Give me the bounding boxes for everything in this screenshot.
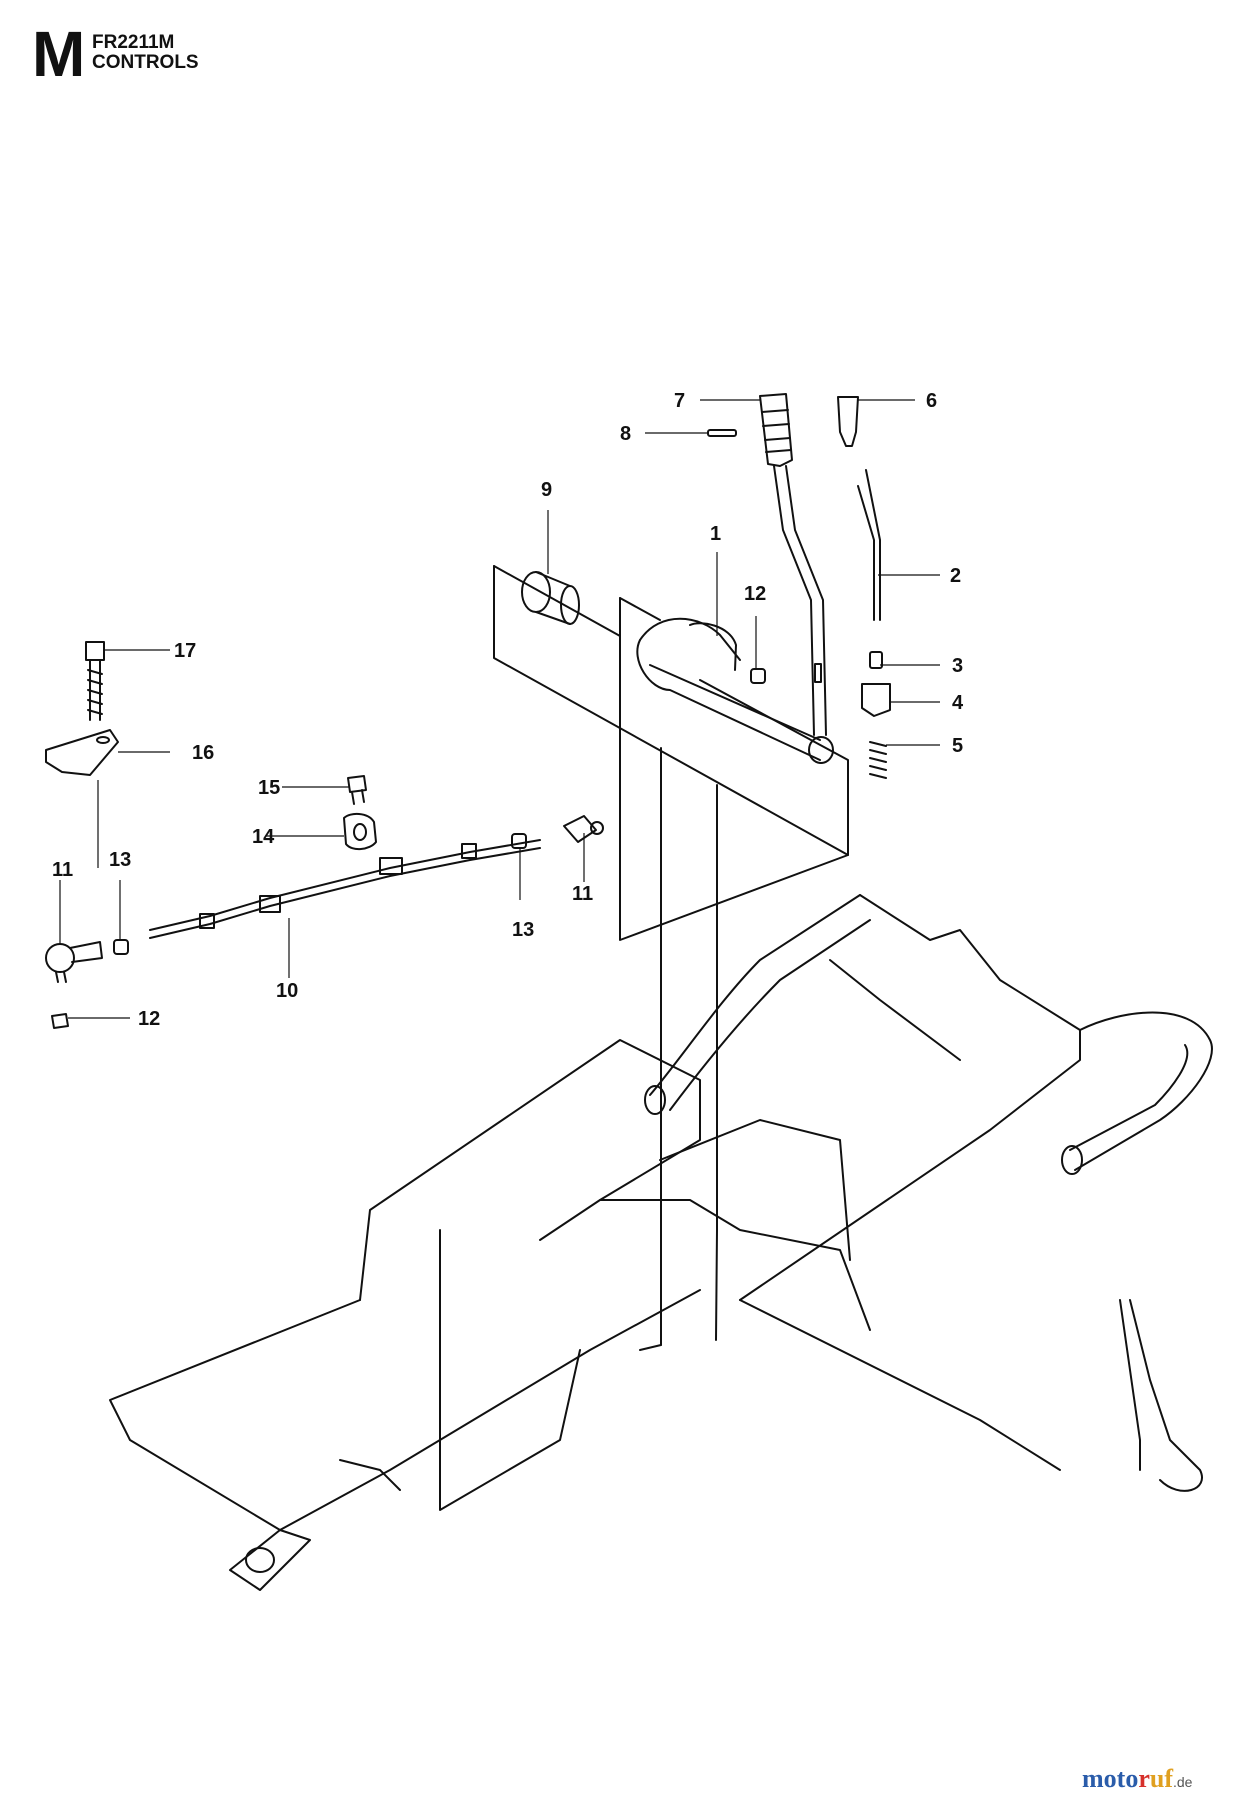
bushing-part-9 (521, 571, 580, 625)
connector-part-3 (869, 651, 883, 669)
callout-8: 8 (620, 423, 631, 445)
cable-clamp-part-14 (343, 812, 377, 850)
spring-part-5 (869, 741, 887, 779)
callout-16: 16 (192, 742, 214, 764)
bolt-part-17 (85, 641, 105, 721)
pin-part-8 (707, 429, 737, 437)
chassis-frame (109, 894, 1213, 1591)
nut-part-12-top (750, 668, 766, 684)
leader-lines (59, 399, 940, 1019)
nut-part-13-left (113, 939, 129, 955)
watermark-logo: motoruf.de (1082, 1764, 1193, 1793)
callout-11-right: 11 (572, 883, 593, 905)
callout-3: 3 (952, 655, 963, 677)
section-letter: M (32, 18, 85, 90)
callout-12-top: 12 (744, 583, 766, 605)
callout-13-right: 13 (512, 919, 534, 941)
nut-part-13-right (511, 833, 527, 849)
callout-labels: 7 8 6 9 1 12 2 3 4 5 17 16 15 14 13 11 1… (52, 390, 964, 1030)
callout-9: 9 (541, 479, 552, 501)
ball-joint-part-11-right (563, 815, 604, 843)
callout-1: 1 (710, 523, 721, 545)
callout-12-bottom: 12 (138, 1008, 160, 1030)
grip-lever-part-7 (759, 393, 827, 736)
clip-part-4 (861, 683, 891, 717)
callout-14: 14 (252, 826, 275, 848)
callout-15: 15 (258, 777, 280, 799)
page-title: CONTROLS (92, 52, 199, 73)
bolt-part-15 (347, 775, 367, 805)
callout-6: 6 (926, 390, 937, 412)
nut-part-12-bottom (51, 1013, 69, 1029)
knob-part-6 (837, 396, 859, 447)
callout-7: 7 (674, 390, 685, 412)
assembly-guide-lines (493, 565, 849, 1351)
shaft-bracket-part-1 (636, 617, 834, 764)
callout-4: 4 (952, 692, 964, 714)
callout-11-left: 11 (52, 859, 73, 881)
callout-13-left: 13 (109, 849, 131, 871)
callout-5: 5 (952, 735, 963, 757)
ball-joint-part-11-left (45, 941, 103, 983)
callout-10: 10 (276, 980, 298, 1002)
model-number: FR2211M (92, 32, 175, 53)
rod-part-2 (857, 469, 881, 621)
callout-2: 2 (950, 565, 961, 587)
clamp-plate-part-16 (45, 729, 119, 776)
cable-part-10 (149, 839, 541, 939)
callout-17: 17 (174, 640, 196, 662)
